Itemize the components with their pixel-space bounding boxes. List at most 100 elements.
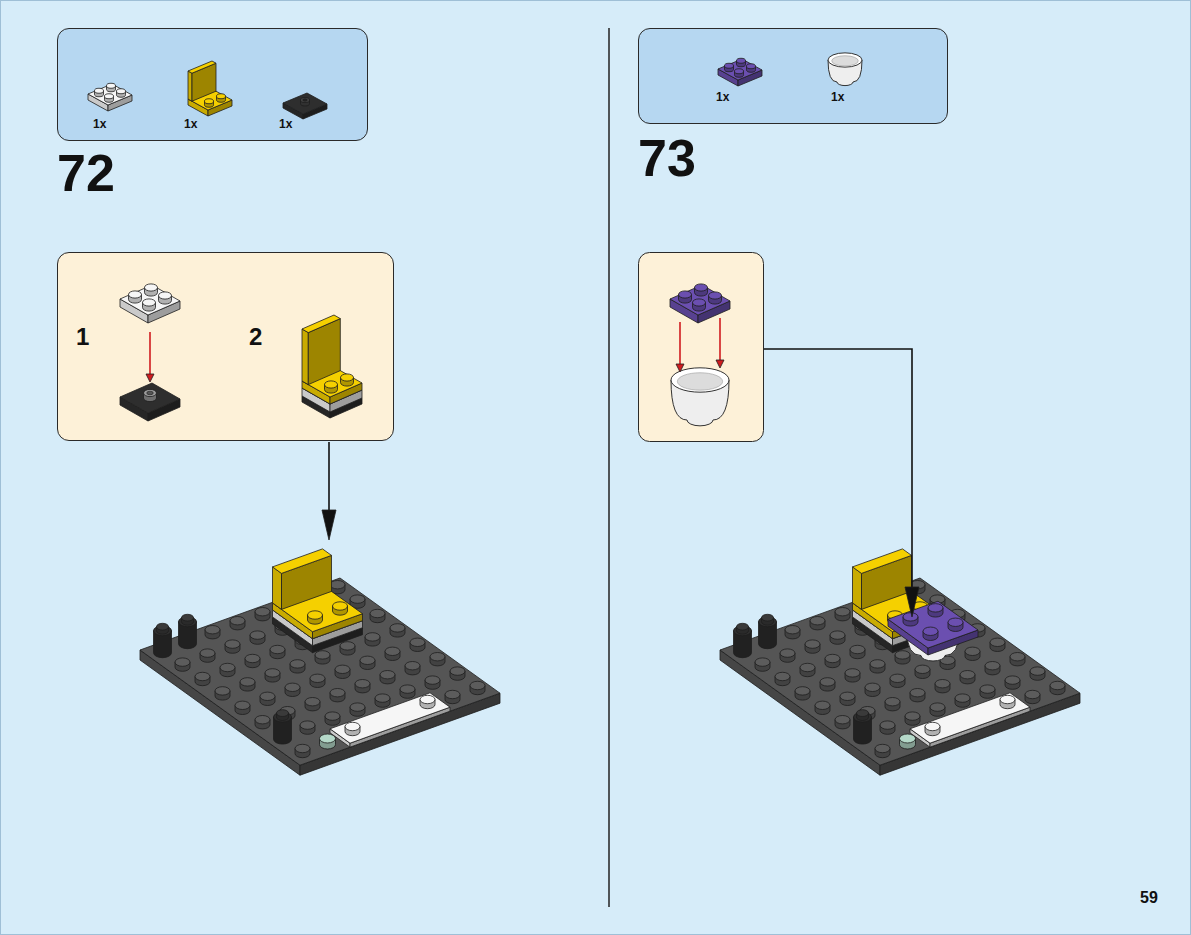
stud [390, 624, 405, 632]
stud [175, 658, 190, 666]
seat-back [273, 549, 332, 574]
stud [737, 623, 749, 630]
stud [693, 299, 706, 306]
substep-number: 2 [249, 325, 262, 349]
part-illustration [120, 284, 362, 421]
stud [315, 651, 330, 659]
stud [325, 381, 338, 388]
stud [775, 672, 790, 680]
stud [385, 647, 400, 655]
stud [903, 613, 918, 621]
stud [235, 701, 250, 709]
red-arrow-head [676, 364, 684, 372]
stud [345, 722, 360, 730]
stud [885, 698, 900, 706]
stud [305, 698, 320, 706]
stud [375, 694, 390, 702]
stud [679, 291, 692, 298]
stud [890, 674, 905, 682]
stud [240, 678, 255, 686]
substep-number: 1 [76, 325, 89, 349]
stud [870, 660, 885, 668]
parts-list-box: 1x1x [638, 28, 948, 124]
stud [830, 631, 845, 639]
stud [709, 292, 722, 299]
stud [230, 617, 245, 625]
placement-arrow [328, 442, 330, 510]
model-step-72 [140, 549, 500, 775]
stud [990, 638, 1005, 646]
stud [217, 94, 226, 99]
stud [785, 626, 800, 634]
stud [333, 602, 348, 610]
seat-back [853, 549, 912, 574]
dome-rim [828, 53, 862, 67]
stud [747, 64, 756, 69]
stud [845, 669, 860, 677]
stud [260, 692, 275, 700]
stud [295, 744, 310, 752]
stud [360, 656, 375, 664]
stud [290, 660, 305, 668]
stud [925, 722, 940, 730]
step-number: 72 [57, 147, 115, 199]
red-arrow-head [146, 374, 154, 382]
stud [159, 292, 172, 299]
stud [410, 638, 425, 646]
stud [143, 299, 156, 306]
stud [895, 651, 910, 659]
dome-inside [677, 373, 722, 390]
dome-inside [832, 56, 859, 66]
stud [800, 663, 815, 671]
seat-back [853, 567, 862, 610]
stud [810, 617, 825, 625]
stud [1050, 681, 1065, 689]
stud [948, 618, 963, 626]
stud [205, 99, 214, 104]
stud [325, 712, 340, 720]
stud [762, 614, 774, 621]
base-plate [140, 578, 500, 765]
subassembly-box: 12 [57, 252, 394, 441]
stud [405, 662, 420, 670]
stud [923, 627, 938, 635]
stud [425, 676, 440, 684]
red-arrow-head [716, 360, 724, 368]
purple-plate [888, 601, 978, 648]
stud [755, 658, 770, 666]
stud [255, 608, 270, 616]
stud [107, 83, 116, 88]
part-quantity: 1x [716, 91, 729, 103]
stud [220, 663, 235, 671]
stud [795, 687, 810, 695]
stud [117, 89, 126, 94]
parts-list-box: 1x1x1x [57, 28, 368, 141]
stud [960, 671, 975, 679]
stud [820, 678, 835, 686]
stud [330, 581, 345, 589]
stud [835, 608, 850, 616]
stud [695, 284, 708, 291]
white-tile [330, 693, 450, 743]
seat-back [188, 61, 216, 73]
white-plate [88, 84, 132, 105]
jumper-plate [120, 383, 180, 413]
stud [1030, 667, 1045, 675]
stud [245, 654, 260, 662]
stud [341, 374, 354, 381]
stud [980, 685, 995, 693]
stud [850, 645, 865, 653]
stud [200, 649, 215, 657]
stud [420, 695, 435, 703]
stud [157, 623, 169, 630]
white-tile [910, 693, 1030, 743]
stud [865, 683, 880, 691]
stud [340, 642, 355, 650]
stud [205, 626, 220, 634]
stud [182, 614, 194, 621]
part-illustration [639, 29, 949, 125]
subassembly-box [639, 253, 764, 442]
stud [215, 687, 230, 695]
stud [1005, 676, 1020, 684]
